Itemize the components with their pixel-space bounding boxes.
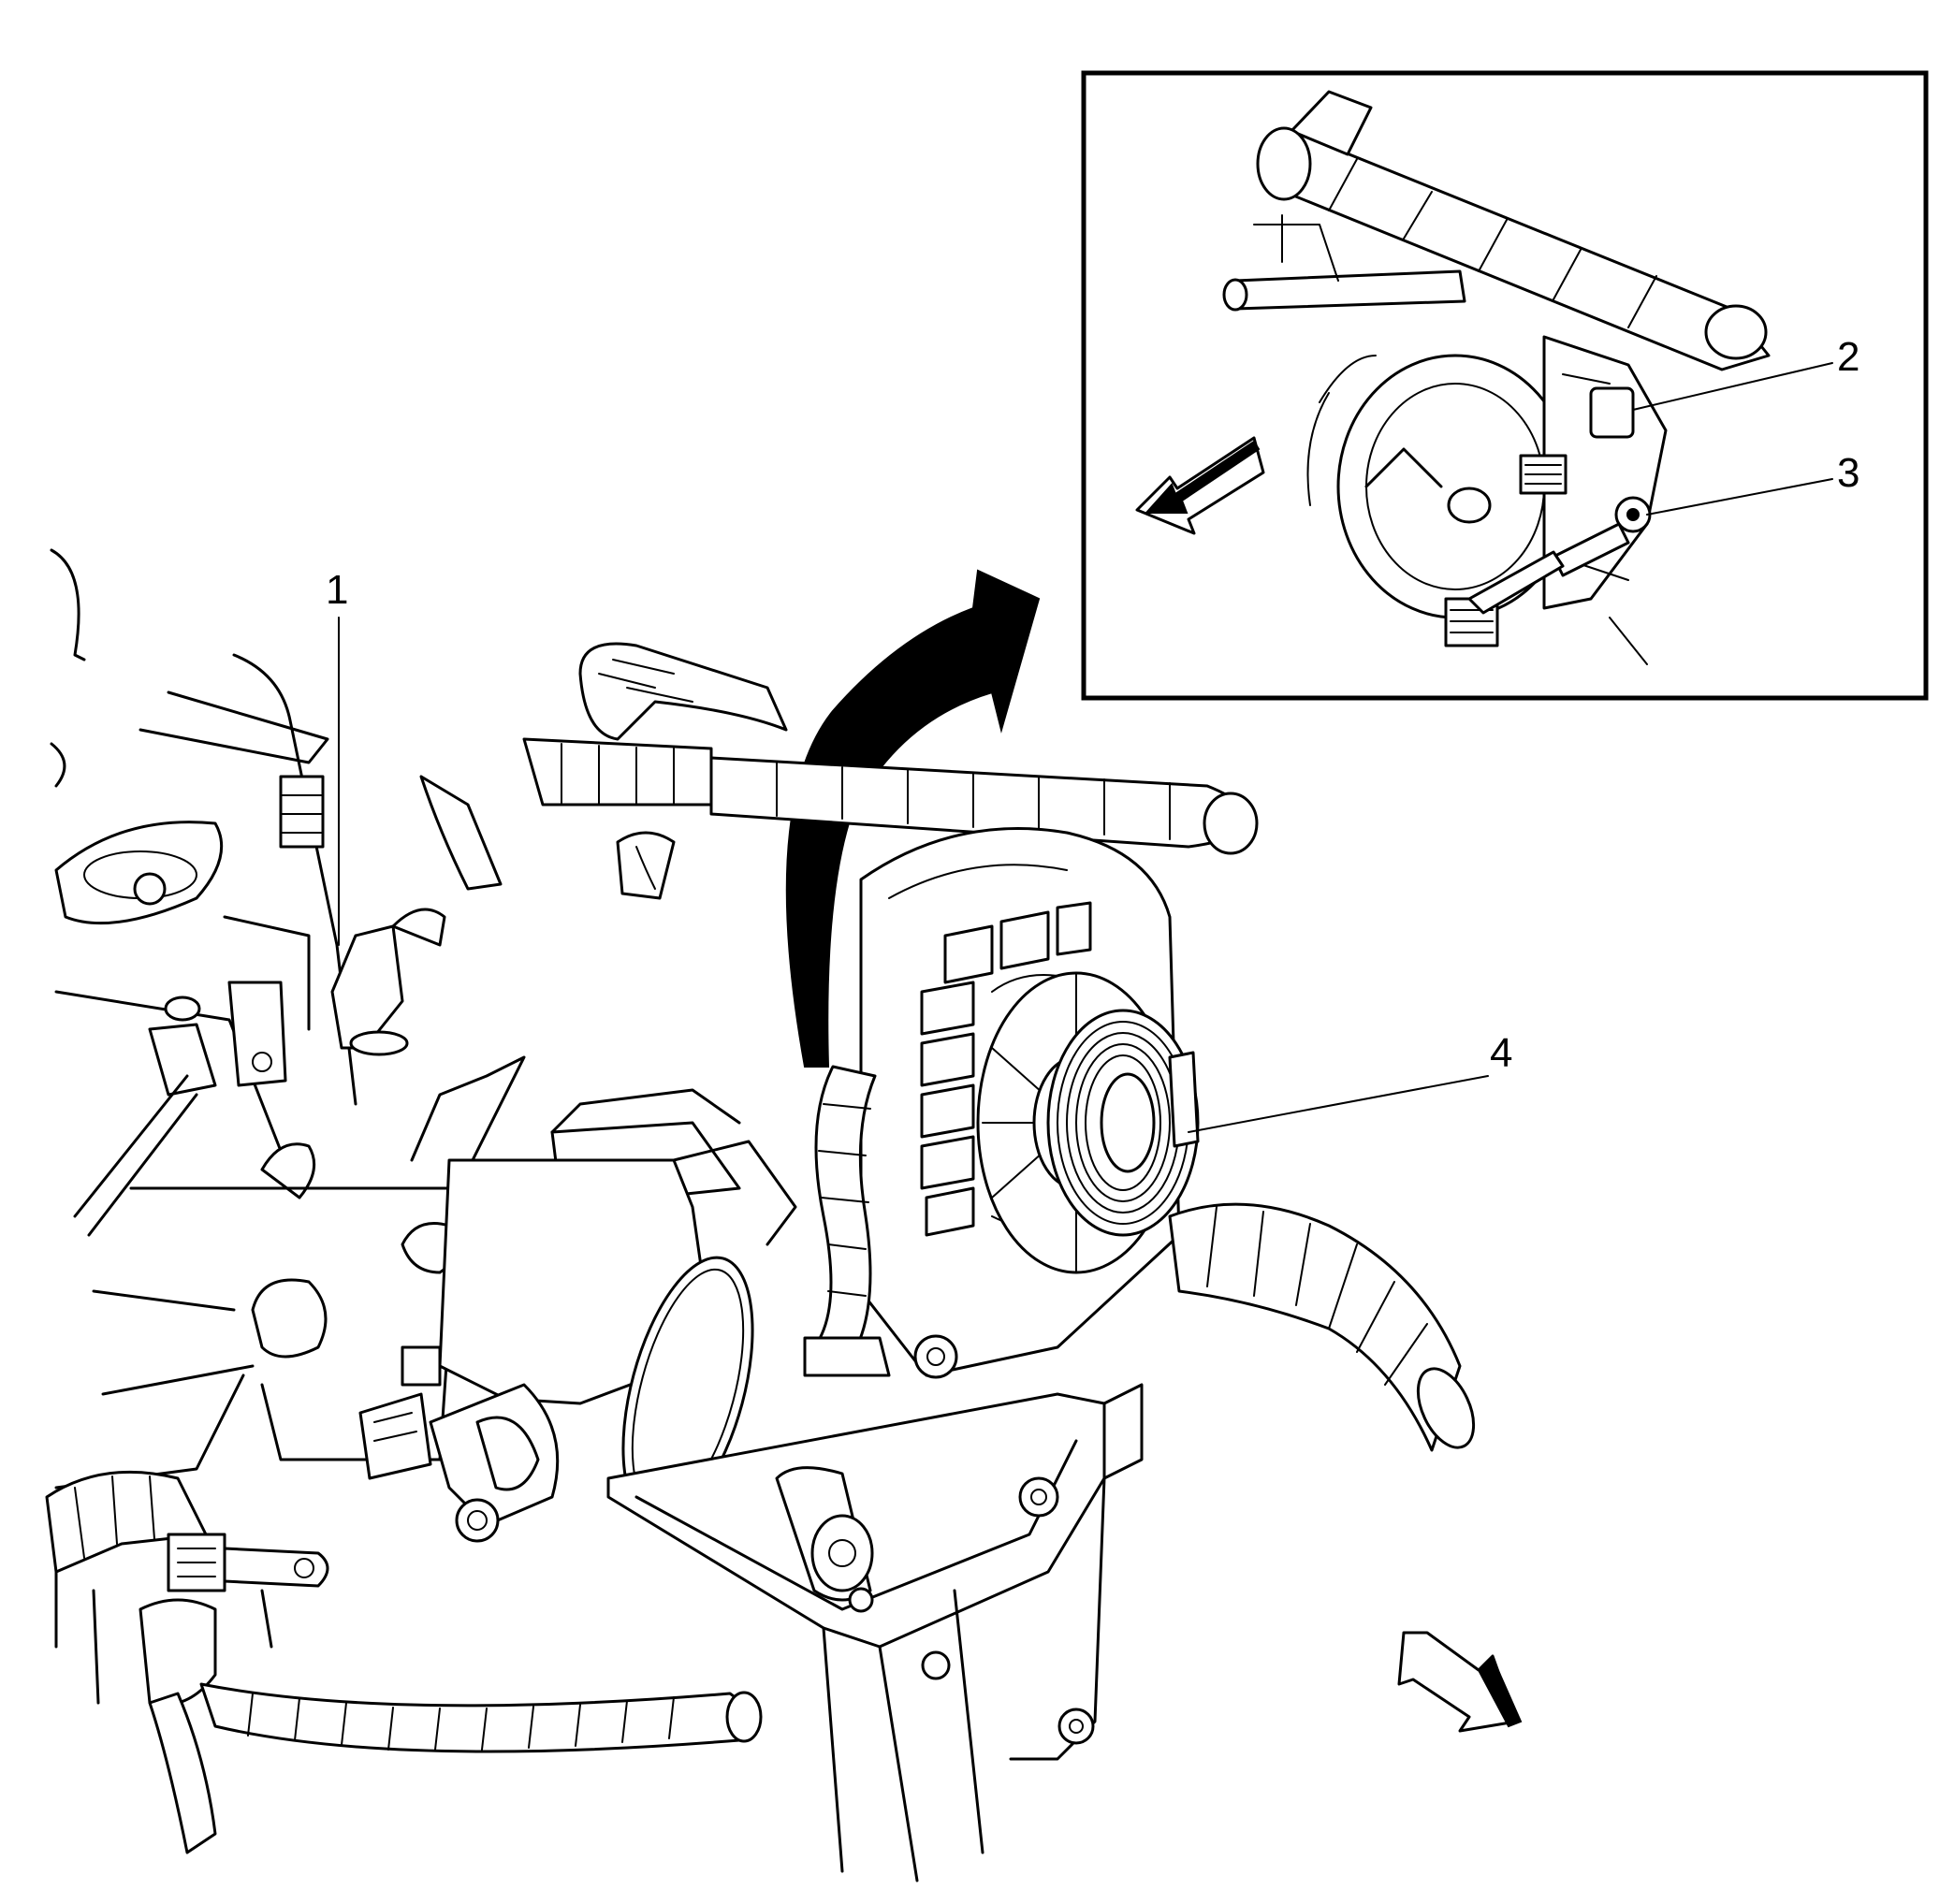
right-harness	[1168, 1202, 1476, 1452]
inset-alternator-rear	[1306, 335, 1668, 665]
inset-harness	[1222, 90, 1771, 371]
alternator	[859, 827, 1200, 1482]
inset-direction-arrow-icon	[1135, 436, 1265, 535]
center-harness	[803, 1065, 891, 1377]
lower-left-harness	[45, 1470, 763, 1854]
detail-inset: 2 3	[1081, 70, 1929, 701]
callout-2: 2	[1837, 334, 1859, 380]
engine-sensor-1	[330, 908, 446, 1056]
callout-4: 4	[1490, 1030, 1512, 1076]
alternator-pulley	[1046, 1009, 1200, 1237]
leader-line-3	[1646, 478, 1833, 516]
alternator-bracket	[606, 1383, 1144, 1882]
engine-bay: 1 4	[45, 548, 1523, 1882]
leader-line-2	[1632, 362, 1833, 411]
engine-upper-left	[50, 548, 357, 1237]
callout-3: 3	[1837, 450, 1859, 496]
inset-connectors	[1364, 386, 1652, 647]
callout-1: 1	[326, 567, 348, 613]
leader-line-4	[1188, 1075, 1489, 1133]
forward-direction-arrow-icon	[1397, 1631, 1523, 1733]
engine-top-harness	[419, 642, 1259, 900]
